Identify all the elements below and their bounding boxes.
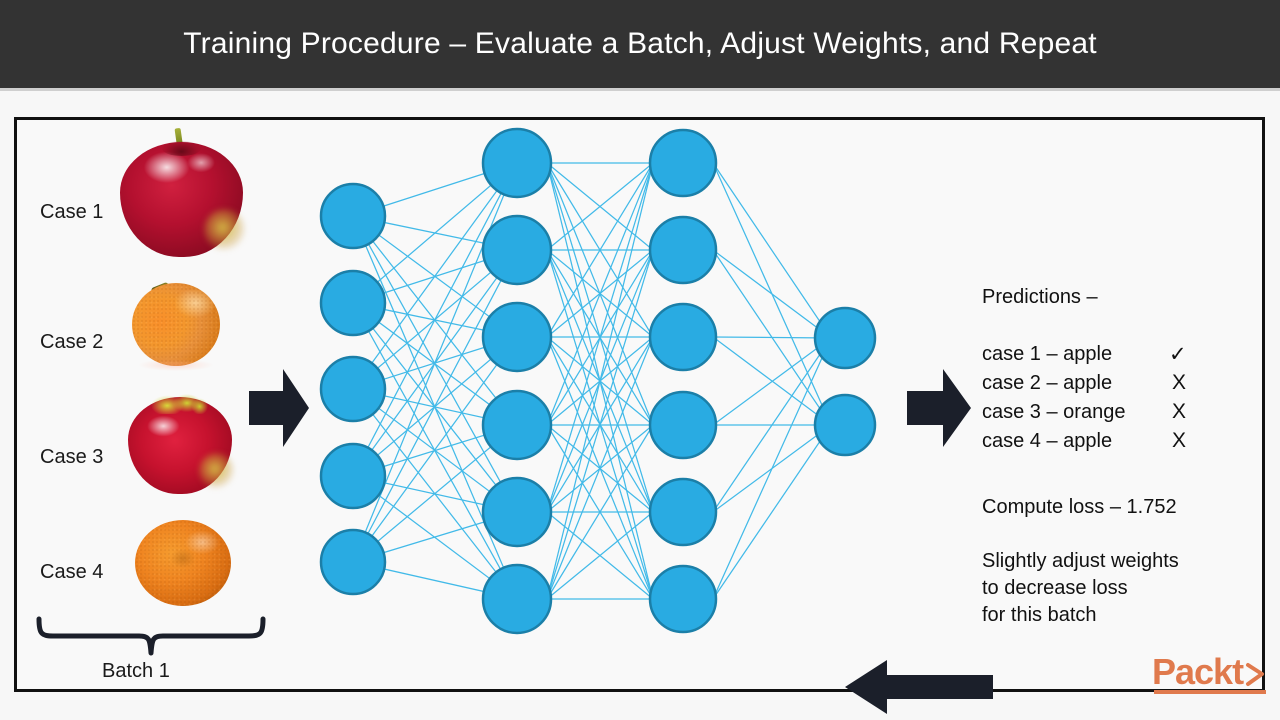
- adjust-weights-line-1: Slightly adjust weights: [982, 550, 1179, 572]
- prediction-row-3: case 3 – orange: [982, 401, 1126, 423]
- prediction-row-1: case 1 – apple: [982, 343, 1113, 365]
- output-arrow-icon: [907, 369, 971, 447]
- node-h2-6: [648, 564, 718, 634]
- neural-network-diagram: [319, 127, 877, 635]
- node-h2-5: [648, 477, 718, 547]
- node-h1-6: [481, 563, 553, 635]
- predictions-heading: Predictions –: [982, 286, 1098, 308]
- orange-body: [135, 520, 231, 606]
- node-h2-1: [648, 128, 718, 198]
- orange-texture: [135, 520, 231, 606]
- node-h1-1: [481, 127, 553, 199]
- case-2-orange-image: [132, 281, 220, 371]
- node-output-2: [813, 393, 877, 457]
- title-underline-divider: [0, 88, 1280, 91]
- packt-logo-text: Packt: [1152, 651, 1244, 692]
- diagram-frame: Case 1 Case 2 Case 3 Case 4: [14, 117, 1265, 714]
- network-nodes: [319, 127, 877, 635]
- feedback-arrow-icon: [845, 660, 993, 714]
- node-output-1: [813, 306, 877, 370]
- network-edges: [352, 162, 832, 600]
- node-input-4: [319, 442, 387, 510]
- case-label-2: Case 2: [40, 331, 104, 353]
- apple-blush: [203, 208, 246, 251]
- node-h1-4: [481, 389, 553, 461]
- orange-texture: [132, 283, 220, 366]
- apple-blush: [198, 453, 235, 489]
- node-input-2: [319, 269, 387, 337]
- node-input-1: [319, 182, 387, 250]
- case-1-apple-image: [120, 128, 246, 257]
- orange-navel: [171, 549, 195, 569]
- batch-brace: [36, 616, 266, 656]
- node-h2-4: [648, 390, 718, 460]
- node-h2-2: [648, 215, 718, 285]
- compute-loss-text: Compute loss – 1.752: [982, 496, 1177, 518]
- prediction-mark-3: X: [1172, 400, 1187, 423]
- node-h1-5: [481, 476, 553, 548]
- prediction-mark-2: X: [1172, 371, 1187, 394]
- node-h2-3: [648, 302, 718, 372]
- adjust-weights-line-2: to decrease loss: [982, 577, 1128, 599]
- apple-calyx: [150, 393, 210, 415]
- case-4-orange-image: [135, 520, 231, 606]
- batch-label: Batch 1: [102, 660, 170, 682]
- packt-logo: Packt: [1152, 651, 1270, 701]
- input-arrow-icon: [249, 369, 309, 447]
- node-h1-3: [481, 301, 553, 373]
- slide-body: Case 1 Case 2 Case 3 Case 4: [0, 91, 1280, 720]
- prediction-row-2: case 2 – apple: [982, 372, 1113, 394]
- node-input-5: [319, 528, 387, 596]
- slide-title-bar: Training Procedure – Evaluate a Batch, A…: [0, 0, 1280, 88]
- prediction-mark-1: ✓: [1169, 343, 1187, 366]
- apple-dimple: [161, 140, 202, 156]
- packt-logo-underline: [1154, 690, 1266, 694]
- case-label-4: Case 4: [40, 561, 104, 583]
- node-h1-2: [481, 214, 553, 286]
- orange-body: [132, 283, 220, 366]
- case-3-apple-image: [128, 393, 235, 494]
- prediction-row-4: case 4 – apple: [982, 430, 1113, 452]
- page-title: Training Procedure – Evaluate a Batch, A…: [183, 27, 1097, 60]
- case-label-3: Case 3: [40, 446, 104, 468]
- node-input-3: [319, 355, 387, 423]
- case-label-1: Case 1: [40, 201, 104, 223]
- prediction-mark-4: X: [1172, 429, 1187, 452]
- packt-chevron-icon: [1246, 663, 1264, 686]
- adjust-weights-line-3: for this batch: [982, 604, 1097, 626]
- orange-shadow: [139, 359, 213, 371]
